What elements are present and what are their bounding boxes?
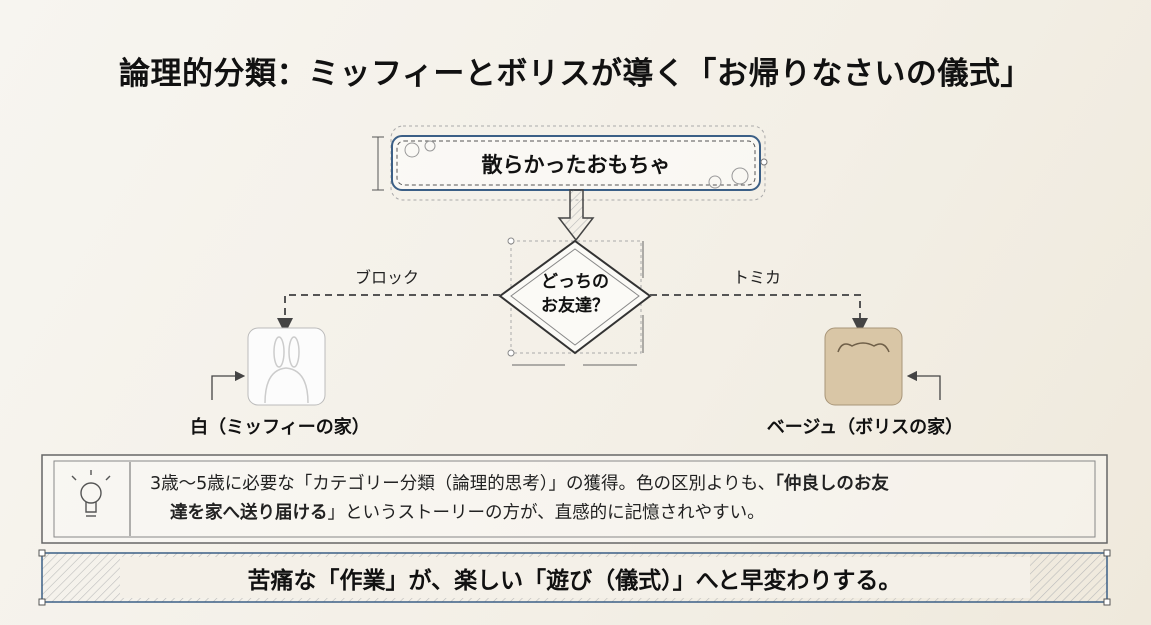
right-caption: ベージュ（ボリスの家） (766, 417, 964, 438)
lightbulb-icon (71, 470, 111, 517)
bear-icon (837, 342, 890, 353)
miffy-house-box (247, 327, 326, 406)
left-caption: 白（ミッフィーの家） (190, 417, 370, 438)
info-bold1: 「仲良しのお友 (775, 474, 889, 494)
rabbit-icon (264, 336, 309, 404)
info-box-frame (41, 454, 1108, 544)
down-arrow-icon (557, 189, 595, 242)
info-part1: 3歳〜5歳に必要な「カテゴリー分類（論理的思考）」の獲得。色の区別よりも、 (150, 474, 776, 494)
top-box-frame (372, 125, 768, 201)
conclusion-banner: 苦痛な「作業」が、楽しい「遊び（儀式）」へと早変わりする。 (247, 567, 902, 594)
info-part2: 」というストーリーの方が、直感的に記憶されやすい。 (327, 503, 765, 523)
info-bold2: 達を家へ送り届ける (170, 503, 328, 523)
left-branch-label: ブロック (355, 268, 420, 287)
decision-diamond (498, 239, 652, 355)
boris-house-box (824, 327, 903, 406)
decision-line1: どっちの (541, 272, 609, 292)
decision-text: どっちの お友達？ (515, 270, 635, 318)
right-branch-label: トミカ (733, 268, 782, 287)
page-title: 論理的分類：ミッフィーとボリスが導く「お帰りなさいの儀式」 (119, 56, 1032, 92)
scattered-toys-box: 散らかったおもちゃ (481, 152, 671, 177)
info-text: 3歳〜5歳に必要な「カテゴリー分類（論理的思考）」の獲得。色の区別よりも、「仲良… (150, 470, 1080, 528)
decision-line2: お友達？ (541, 296, 609, 316)
